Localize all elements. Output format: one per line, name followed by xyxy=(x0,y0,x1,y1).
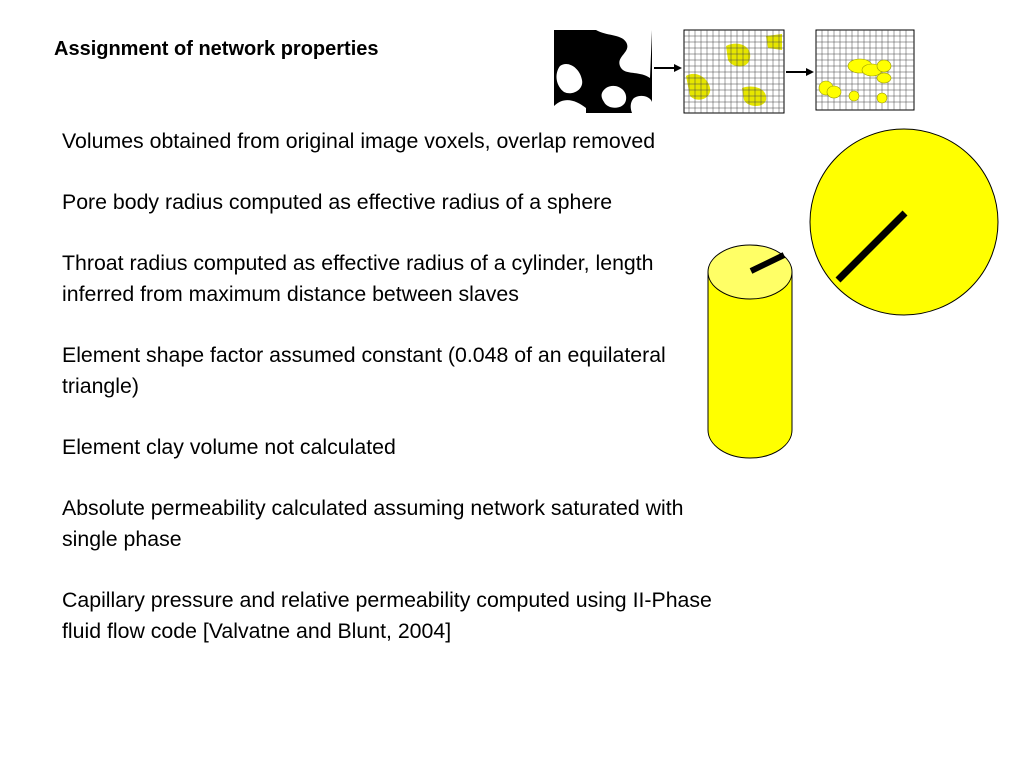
bullet-list: Volumes obtained from original image vox… xyxy=(62,126,712,677)
grid-segmentation-image xyxy=(683,29,785,114)
bullet-pore-radius: Pore body radius computed as effective r… xyxy=(62,190,613,214)
arrow-icon xyxy=(654,64,682,72)
radius-line xyxy=(749,252,786,274)
binary-voxel-image xyxy=(554,30,652,113)
grid-network-image xyxy=(815,29,915,111)
bullet-volumes: Volumes obtained from original image vox… xyxy=(62,129,656,153)
throat-cylinder xyxy=(707,244,793,459)
bullet-clay-volume: Element clay volume not calculated xyxy=(62,435,396,459)
bullet-permeability: Absolute permeability calculated assumin… xyxy=(62,496,684,551)
bullet-shape-factor: Element shape factor assumed constant (0… xyxy=(62,343,666,398)
radius-line xyxy=(835,210,908,283)
slide-title: Assignment of network properties xyxy=(54,38,379,60)
bullet-throat-radius: Throat radius computed as effective radi… xyxy=(62,251,654,306)
bullet-capillary-pressure: Capillary pressure and relative permeabi… xyxy=(62,588,712,643)
pore-sphere xyxy=(809,128,999,316)
process-thumbnails xyxy=(554,29,915,114)
arrow-icon xyxy=(786,68,814,76)
